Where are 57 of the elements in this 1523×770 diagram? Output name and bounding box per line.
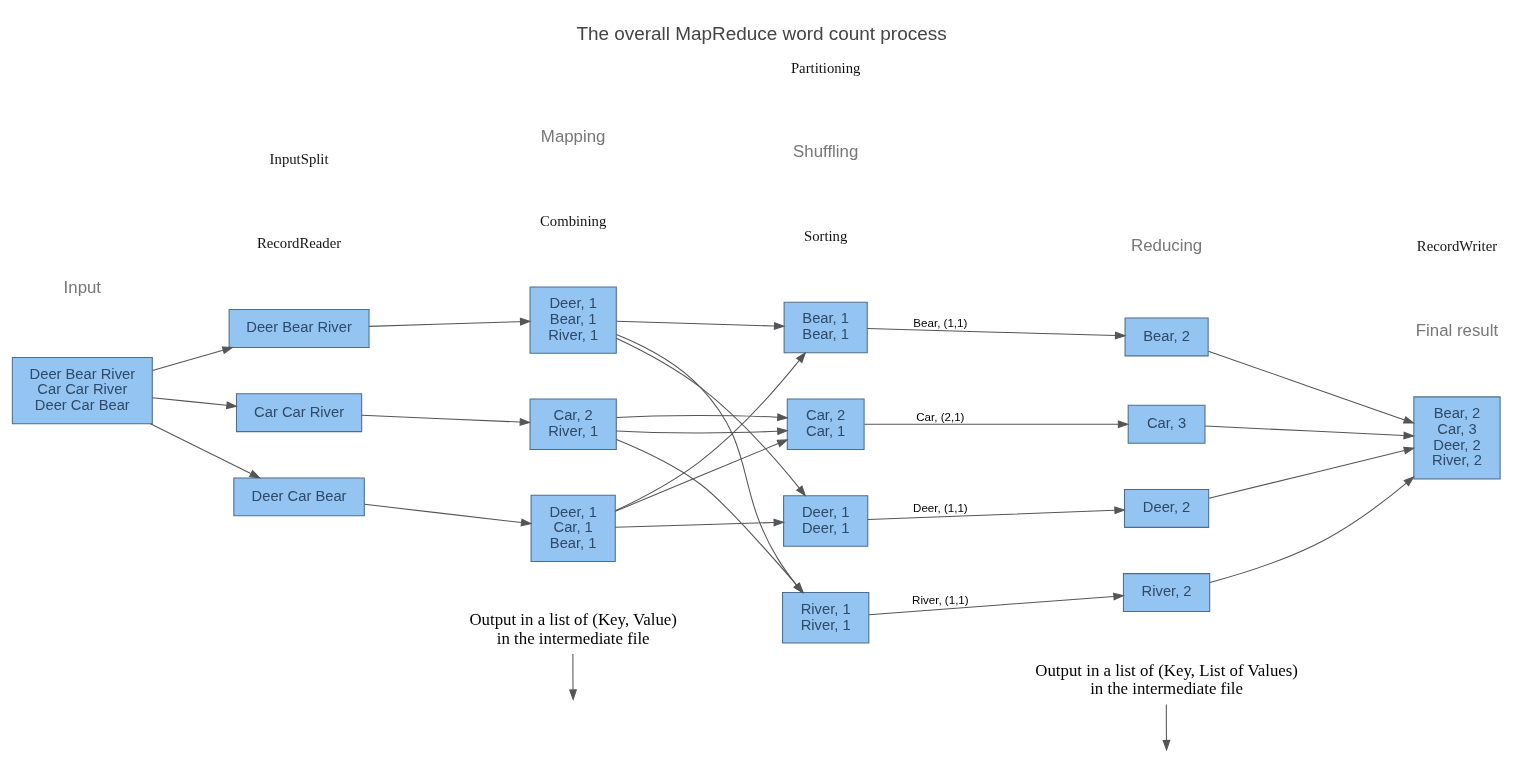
label: RecordReader xyxy=(256,234,342,251)
label: Partitioning xyxy=(790,59,861,75)
node-box: Car, 2 River, 1 xyxy=(529,397,617,450)
arrow xyxy=(615,320,786,330)
label: RecordWriter xyxy=(1416,237,1498,254)
node-box: Car, 3 xyxy=(1127,404,1206,444)
arrow xyxy=(568,652,578,701)
arrow xyxy=(151,396,238,409)
arrow xyxy=(615,426,789,435)
node-box: Deer Car Bear xyxy=(233,476,365,516)
arrow xyxy=(866,327,1127,340)
node-text: Output in a list of (Key, Value) in the intermediate file xyxy=(469,609,677,648)
label: Reducing xyxy=(1131,235,1203,255)
arrow xyxy=(1162,703,1171,751)
node-box: Car, 2 Car, 1 xyxy=(786,397,865,450)
arrow xyxy=(614,438,789,512)
node-box: Car Car River xyxy=(235,392,363,432)
node-box: Deer, 1 Car, 1 Bear, 1 xyxy=(530,494,616,562)
arrow xyxy=(615,351,807,511)
node-box: Bear, 2 xyxy=(1124,316,1209,356)
node-box: Bear, 1 Bear, 1 xyxy=(783,301,868,353)
node-box: Deer, 1 Deer, 1 xyxy=(783,494,869,547)
node-box: Deer, 1 Bear, 1 River, 1 xyxy=(529,285,617,354)
diagram-title: The overall MapReduce word count process xyxy=(576,22,947,44)
label: Combining xyxy=(540,212,607,229)
edge-label: Deer, (1,1) xyxy=(913,501,968,514)
label: Sorting xyxy=(804,227,848,244)
label: Shuffling xyxy=(793,141,859,161)
edge-label: Car, (2,1) xyxy=(916,410,965,423)
node-box: River, 2 xyxy=(1122,572,1211,612)
node-box: Deer Bear River Car Car River Deer Car Bear xyxy=(11,356,153,424)
arrow xyxy=(1209,475,1415,583)
arrow xyxy=(1208,446,1416,499)
label: Mapping xyxy=(540,126,606,146)
edge-label: Bear, (1,1) xyxy=(913,316,968,329)
node-box: Deer, 2 xyxy=(1123,488,1210,528)
label: InputSplit xyxy=(269,150,329,167)
arrow xyxy=(615,412,789,421)
node-text: Output in a list of (Key, List of Values) in the intermediate file xyxy=(1035,660,1298,698)
label: Final result xyxy=(1415,320,1499,340)
label: Input xyxy=(63,277,102,297)
arrow xyxy=(863,419,1130,428)
edge-label: River, (1,1) xyxy=(912,593,969,606)
arrow xyxy=(361,414,532,426)
node-box: Bear, 2 Car, 3 Deer, 2 River, 2 xyxy=(1413,395,1501,479)
arrow xyxy=(868,591,1125,615)
arrow xyxy=(615,337,807,497)
node-box: Deer Bear River xyxy=(228,308,370,348)
arrow xyxy=(364,503,533,526)
arrow xyxy=(151,345,234,371)
arrow xyxy=(867,505,1126,520)
arrow xyxy=(149,422,261,478)
arrow xyxy=(368,317,532,327)
arrow xyxy=(1204,425,1416,439)
node-box: River, 1 River, 1 xyxy=(782,591,870,644)
arrow xyxy=(614,518,786,528)
arrow xyxy=(1207,350,1416,424)
